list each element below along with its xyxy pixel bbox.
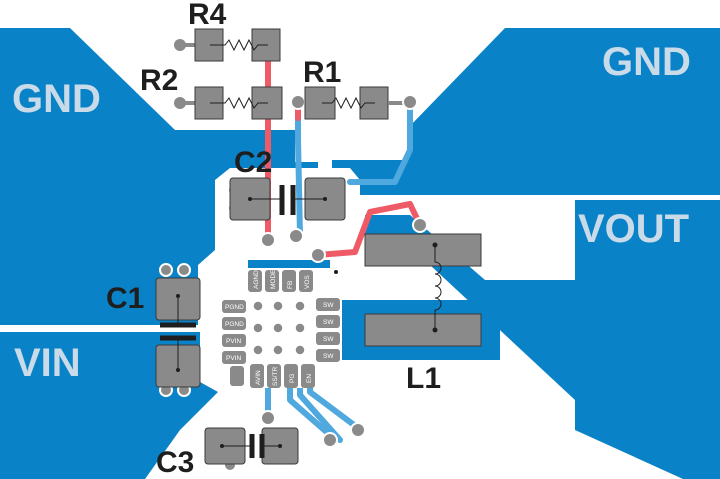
ic-pin-agnd (248, 270, 262, 292)
gnd-right-pour (332, 28, 720, 195)
ic-pin-sw-4 (316, 349, 340, 362)
ic-pin-label-left-2: PGND (225, 321, 244, 328)
ic-pin-sstr (267, 364, 281, 388)
l1-pad-top (364, 233, 482, 267)
r4-zigzag (210, 38, 268, 52)
ic-pin-label-bottom-3: PG (289, 374, 296, 383)
ic-pin-sw-1 (316, 298, 340, 311)
c3-label: C3 (156, 446, 194, 479)
r4-resistor[interactable] (172, 28, 281, 62)
l1-label: L1 (406, 362, 441, 395)
ic-pin-pvin-2 (222, 351, 246, 364)
r4-label: R4 (188, 0, 227, 31)
c1-label: C1 (106, 282, 144, 315)
gnd-left-pour (0, 28, 318, 325)
ic-pin-label-right-1: SW (323, 302, 334, 309)
r1-resistor[interactable] (290, 86, 418, 120)
ic-pin-pg (284, 364, 298, 388)
ic-pin-label-top-2: MODE (270, 269, 277, 289)
ic-pin-label-right-4: SW (323, 353, 334, 360)
ic-pin-sw-2 (316, 315, 340, 328)
r1-via-right (402, 94, 418, 110)
ic-pin-pgnd-1 (222, 300, 246, 313)
r2-resistor[interactable] (172, 86, 283, 120)
r2-zigzag (210, 96, 268, 110)
ic-thermal-vias (252, 300, 306, 356)
ic-pin-label-top-4: VOS (304, 275, 311, 289)
ic-pin-mode (265, 270, 279, 292)
c1-capacitor[interactable] (155, 263, 201, 397)
l1-coil (434, 245, 442, 330)
ic-pin-avin (250, 364, 264, 388)
r2-label: R2 (140, 64, 178, 97)
gnd-left-label: GND (12, 77, 101, 121)
ic-pin-fb (282, 270, 296, 292)
ic-package[interactable]: AGND MODE FB VOS PGND PGND PVIN PVIN SW … (222, 268, 342, 388)
ic-pin-vos (299, 270, 313, 292)
gnd-right-label: GND (602, 40, 691, 84)
ic-pin-label-left-1: PGND (225, 304, 244, 311)
ic-pin-label-top-1: AGND (253, 270, 260, 289)
ic-pin-label-right-2: SW (323, 319, 334, 326)
ic-pin-label-bottom-2: SS/TR (272, 367, 279, 386)
c3-capacitor[interactable] (204, 427, 299, 472)
ic-pin-pvin-1 (222, 334, 246, 347)
l1-inductor[interactable] (364, 233, 482, 347)
ic-pin-label-bottom-4: EN (306, 374, 313, 383)
r1-zigzag (322, 96, 375, 110)
c2-label: C2 (234, 146, 272, 179)
ic-pin-sw-3 (316, 332, 340, 345)
l1-pad-bottom (364, 313, 482, 347)
c2-capacitor[interactable] (227, 177, 346, 221)
ic-pin-label-right-3: SW (323, 336, 334, 343)
vout-label: VOUT (578, 207, 689, 251)
ic-pin-label-left-4: PVIN (226, 355, 241, 362)
ic-pin-label-left-3: PVIN (226, 338, 241, 345)
vout-pour (365, 200, 720, 479)
ic-vias (260, 217, 428, 448)
ic-pin-label-bottom-1: AVIN (255, 370, 262, 385)
ic-pin-en (301, 364, 315, 388)
ic-pin-pgnd-2 (222, 317, 246, 330)
r1-label: R1 (303, 56, 341, 89)
vin-label: VIN (14, 341, 81, 385)
r1-via-left (290, 94, 306, 110)
ic-pin-label-top-3: FB (287, 281, 294, 289)
